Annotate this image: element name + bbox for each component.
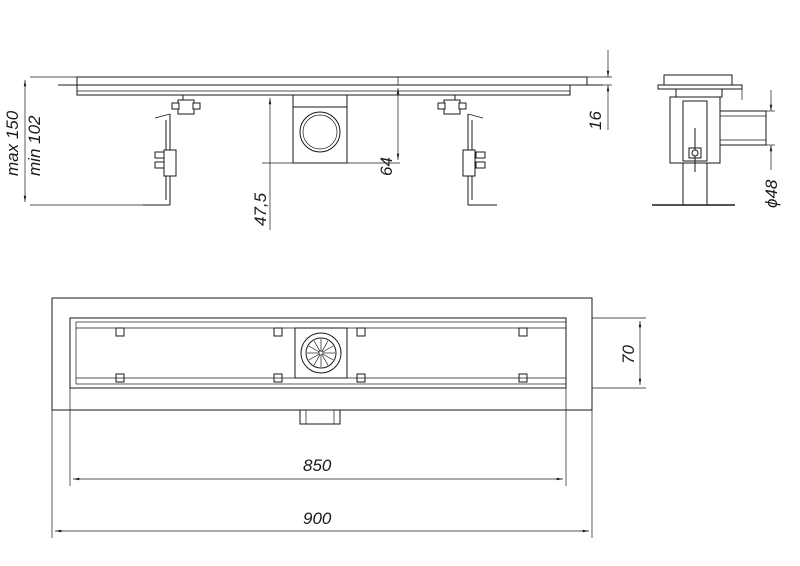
drain-spoke [313, 340, 321, 352]
outlet-front [292, 94, 348, 164]
label-min-height: min 102 [25, 115, 44, 176]
drain-spoke [321, 354, 329, 366]
label-max-height: max 150 [3, 110, 22, 176]
drain-spoke [322, 345, 334, 353]
label-depth-47-5: 47,5 [251, 192, 270, 226]
front-view [30, 76, 612, 206]
label-grate-16: 16 [586, 111, 605, 130]
label-width-70: 70 [619, 345, 638, 364]
label-pipe-diameter: ϕ48 [762, 179, 781, 208]
drain-spoke [322, 353, 334, 361]
label-length-850: 850 [303, 456, 332, 475]
drain-grate [294, 327, 348, 379]
top-view [51, 297, 593, 425]
left-leg [143, 95, 201, 206]
right-leg [437, 95, 497, 206]
drain-spoke [308, 353, 320, 361]
drain-spoke [308, 345, 320, 353]
front-dimensions [23, 50, 610, 230]
side-view [652, 74, 767, 206]
label-depth-64: 64 [377, 157, 396, 176]
drain-spoke [321, 340, 329, 352]
drain-spoke [313, 354, 321, 366]
side-dimensions [766, 90, 775, 170]
top-dimensions [51, 317, 646, 538]
label-length-900: 900 [303, 509, 332, 528]
grate-clips [115, 327, 528, 383]
